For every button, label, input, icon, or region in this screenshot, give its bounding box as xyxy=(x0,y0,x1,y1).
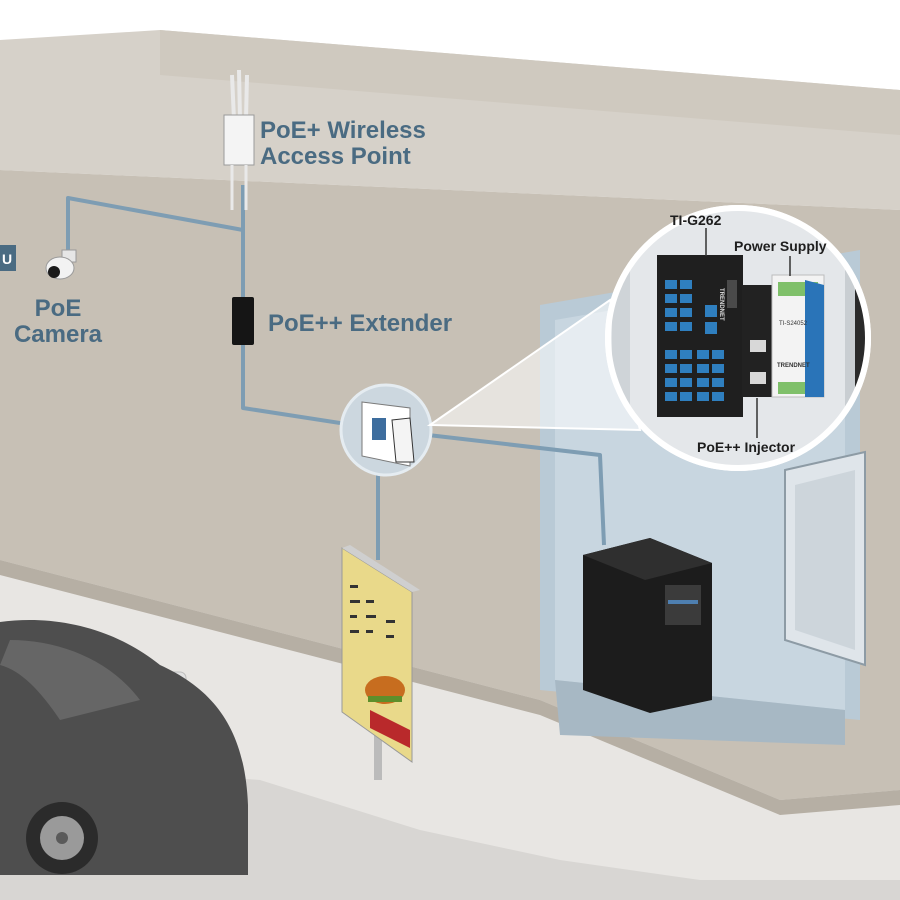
access-point-label-line2: Access Point xyxy=(260,143,411,171)
switch-sfp xyxy=(727,280,737,308)
ap-antenna-right xyxy=(244,74,249,121)
server-rack-top xyxy=(583,538,712,580)
server-rack xyxy=(583,538,712,713)
switch-brand-marking: TRENDNET xyxy=(718,288,724,321)
burger-lettuce xyxy=(368,696,402,702)
wireless-access-point xyxy=(223,69,255,210)
wall-base xyxy=(0,560,900,815)
car-hub xyxy=(56,832,68,844)
extender-label: PoE++ Extender xyxy=(268,310,453,337)
junction-box-equipment xyxy=(372,418,386,440)
wall-sign xyxy=(0,245,16,271)
poe-extender-device xyxy=(232,297,254,345)
ap-body xyxy=(223,114,255,166)
power-supply-device: TI-S24052 TRENDNET xyxy=(771,274,825,398)
access-point-label-line1: PoE+ Wireless xyxy=(260,117,426,144)
signboard xyxy=(341,545,420,780)
car-windshield xyxy=(0,640,140,720)
camera-lens-icon xyxy=(48,266,60,278)
ap-antenna-mid xyxy=(237,69,242,121)
camera-label-line1: PoE xyxy=(34,295,82,322)
switch-device xyxy=(657,255,743,417)
junction-box xyxy=(339,383,433,477)
zoom-inset: TI-S24052 TRENDNET xyxy=(605,205,871,471)
switch-ports xyxy=(665,280,724,401)
camera-label: PoE Camera xyxy=(8,295,108,349)
poe-camera xyxy=(45,249,77,280)
rack-equipment xyxy=(665,585,701,625)
psu-blue-side xyxy=(805,280,824,397)
junction-box-door xyxy=(391,417,415,463)
zoom-border xyxy=(605,205,871,471)
access-point-label: PoE+ Wireless Access Point xyxy=(260,117,426,171)
switch-label: TI-G262 xyxy=(670,212,722,228)
psu-terminal-bottom xyxy=(778,382,808,394)
psu-model: TI-S24052 xyxy=(779,321,808,327)
sign-edge xyxy=(342,545,420,592)
injector-port-in xyxy=(750,340,766,352)
door-panel xyxy=(795,470,855,650)
sign-menu-text xyxy=(350,585,395,638)
sign-red-band xyxy=(370,710,410,748)
car xyxy=(0,619,248,875)
wall-sign-letter: U xyxy=(2,251,12,267)
rack-led-strip xyxy=(668,600,698,604)
injector-label: PoE++ Injector xyxy=(697,439,796,455)
poe-injector-device xyxy=(742,285,772,397)
injector-port-out xyxy=(750,372,766,384)
roof-edge xyxy=(160,30,900,135)
camera-label-line2: Camera xyxy=(13,321,103,349)
psu-brand: TRENDNET xyxy=(777,363,810,369)
power-supply-label: Power Supply xyxy=(734,238,827,254)
ap-antenna-left xyxy=(230,74,236,121)
